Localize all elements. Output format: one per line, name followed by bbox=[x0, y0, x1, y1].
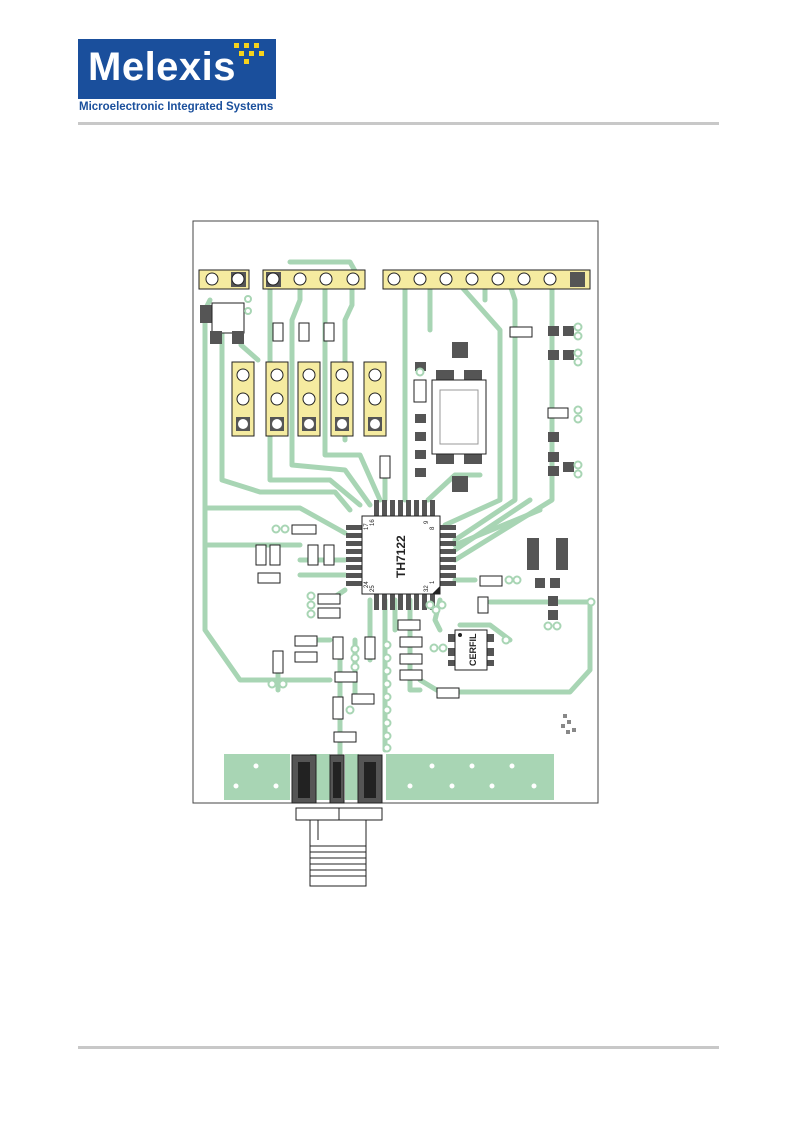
pin-header-j3 bbox=[382, 269, 591, 290]
sma-connector bbox=[291, 754, 383, 887]
component-pads bbox=[415, 326, 574, 620]
logo-tagline: Microelectronic Integrated Systems bbox=[79, 101, 274, 113]
ic-pins-top bbox=[374, 500, 435, 516]
voltage-regulator bbox=[200, 295, 252, 344]
pin-header-j2 bbox=[262, 269, 366, 290]
ic-pin-label-25: 25 bbox=[370, 585, 376, 592]
ic-pin-label-8: 8 bbox=[430, 526, 436, 530]
filter-label: CERFIL bbox=[468, 633, 478, 666]
header-rule bbox=[78, 122, 719, 125]
jumper-headers bbox=[231, 361, 387, 437]
ceramic-filter: CERFIL bbox=[448, 629, 494, 671]
melexis-logo: Melexis bbox=[78, 39, 276, 99]
th7122-ic: TH7122 1 8 9 16 17 24 25 32 bbox=[346, 500, 456, 610]
smd-components bbox=[255, 322, 569, 743]
ic-pins-left bbox=[346, 525, 362, 586]
pin-header-j1 bbox=[198, 269, 250, 290]
ic-pin-label-1: 1 bbox=[430, 580, 436, 584]
vias bbox=[231, 322, 596, 791]
ic-pins-right bbox=[440, 525, 456, 586]
footer-rule bbox=[78, 1046, 719, 1049]
ic-pin-label-9: 9 bbox=[424, 520, 430, 524]
ic-pin-label-32: 32 bbox=[424, 585, 430, 592]
ic-pin-label-16: 16 bbox=[370, 519, 376, 526]
crystal-oscillator bbox=[431, 370, 487, 464]
fiducial-marks bbox=[561, 714, 576, 734]
ground-plane bbox=[224, 754, 554, 800]
ic-pin-label-24: 24 bbox=[364, 581, 370, 588]
logo-brand-text: Melexis bbox=[88, 45, 237, 89]
logo-dots-icon bbox=[230, 41, 270, 67]
ic-pin-label-17: 17 bbox=[364, 523, 370, 530]
ic-label: TH7122 bbox=[394, 535, 408, 578]
